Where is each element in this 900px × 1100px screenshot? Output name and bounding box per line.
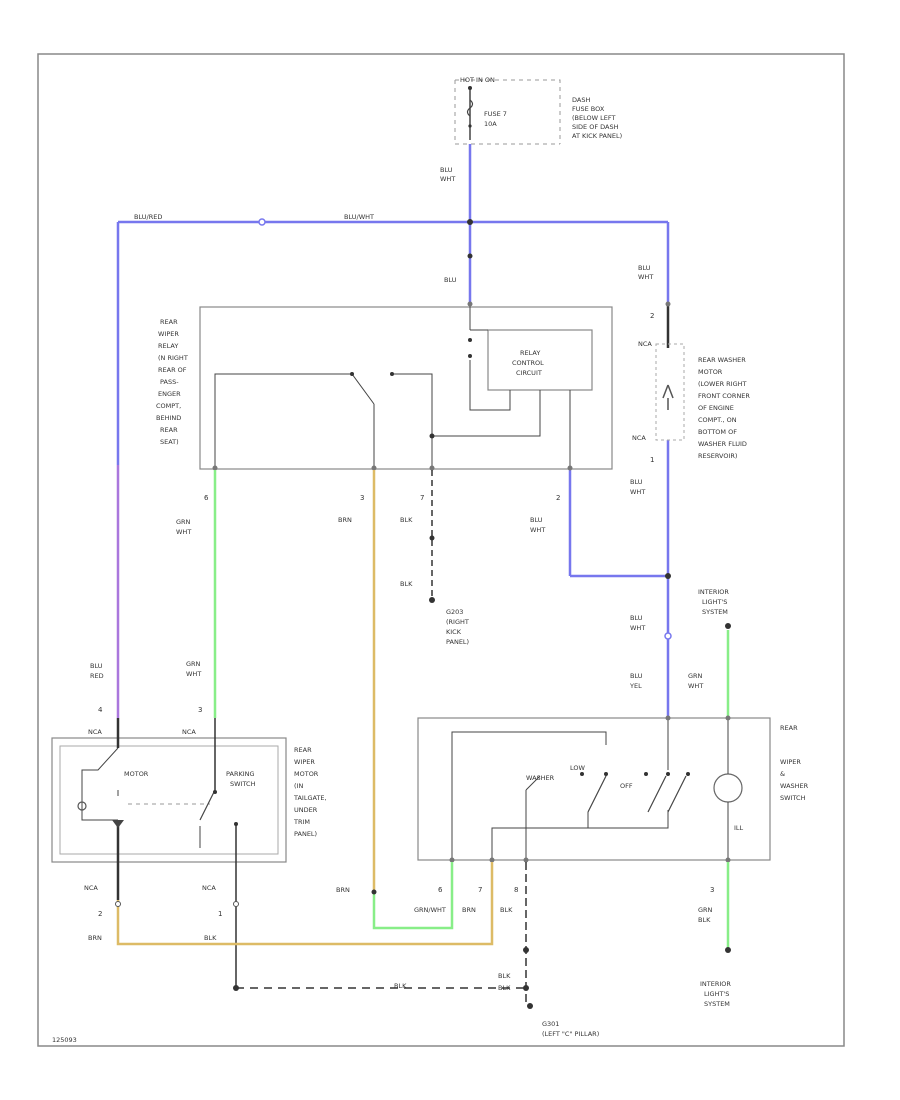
brn-a-label: BRN [338, 516, 352, 524]
blu-mid-label: BLU [444, 276, 457, 284]
nca-d-label: NCA [182, 728, 196, 736]
motor-pin-4: 4 [98, 706, 103, 714]
off-label: OFF [620, 782, 633, 790]
brn-b-label: BRN [336, 886, 350, 894]
grn-wht-wire-bottom [372, 862, 454, 930]
ground-g203-label: G203 (RIGHT KICK PANEL) [446, 608, 471, 646]
blk-d-label: BLK [204, 934, 217, 942]
motor-pin-1: 1 [218, 910, 222, 918]
blk-c-label: BLK [500, 906, 513, 914]
rear-wiper-motor-label: REAR WIPER MOTOR (IN TAILGATE, UNDER TRI… [293, 746, 329, 838]
blu-wht-hline-label: BLU/WHT [344, 213, 374, 221]
low-label: LOW [570, 764, 586, 772]
blk-f-label: BLK [498, 984, 511, 992]
rear-wiper-relay-label: REAR WIPER RELAY (N RIGHT REAR OF PASS- … [156, 318, 190, 446]
interior-lights-top-label: INTERIOR LIGHT'S SYSTEM [698, 588, 731, 616]
blk-b-label: BLK [400, 580, 413, 588]
nca-c-label: NCA [88, 728, 102, 736]
switch-pin-7: 7 [478, 886, 482, 894]
rear-wiper-washer-switch: WASHER LOW OFF ILL [417, 715, 771, 863]
blk-g-label: BLK [394, 982, 407, 990]
rear-washer-motor: 2 1 NCA NCA REAR WASHER MOTOR (LOWER RIG… [630, 301, 752, 496]
motor-pin-3: 3 [198, 706, 202, 714]
washer-pin-2: 2 [650, 312, 654, 320]
nca-a-label: NCA [638, 340, 652, 348]
brn-wire-bottom [116, 862, 494, 946]
switch-pin-8: 8 [514, 886, 518, 894]
footer-id: 125093 [52, 1036, 77, 1044]
brn-c-label: BRN [462, 906, 476, 914]
blk-a-label: BLK [400, 516, 413, 524]
interior-lights-top [725, 623, 731, 718]
relay-pin-3: 3 [360, 494, 364, 502]
rear-washer-motor-label: REAR WASHER MOTOR (LOWER RIGHT FRONT COR… [698, 356, 752, 460]
hot-in-on-label: HOT IN ON [460, 76, 495, 84]
rear-wiper-relay: RELAY CONTROL CIRCUIT REAR WIPER RELAY (… [156, 301, 613, 502]
dash-fuse-box-label: DASH FUSE BOX (BELOW LEFT SIDE OF DASH A… [572, 96, 622, 140]
relay-pin-7: 7 [420, 494, 424, 502]
rear-switch-label: REAR WIPER & WASHER SWITCH [780, 724, 810, 802]
washer-label: WASHER [526, 774, 555, 782]
relay-control-circuit-label: RELAY CONTROL CIRCUIT [512, 349, 546, 377]
nca-b-label: NCA [632, 434, 646, 442]
interior-lights-bottom-label: INTERIOR LIGHT'S SYSTEM [700, 980, 733, 1008]
blu-red-hline-label: BLU/RED [134, 213, 162, 221]
relay-pin-2: 2 [556, 494, 560, 502]
ground-g203 [429, 470, 435, 603]
grn-wht-bottom-label: GRN/WHT [414, 906, 446, 914]
diagram-frame [37, 53, 845, 1047]
nca-e-label: NCA [84, 884, 98, 892]
brn-d-label: BRN [88, 934, 102, 942]
ground-g301-label: G301(LEFT "C" PILLAR) [542, 1020, 599, 1038]
switch-pin-3: 3 [710, 886, 714, 894]
washer-pin-1: 1 [650, 456, 654, 464]
switch-pin-6: 6 [438, 886, 443, 894]
nca-f-label: NCA [202, 884, 216, 892]
blk-e-label: BLK [498, 972, 511, 980]
ill-label: ILL [734, 824, 744, 832]
motor-pin-2: 2 [98, 910, 102, 918]
motor-label: MOTOR [124, 770, 149, 778]
relay-pin-6: 6 [204, 494, 209, 502]
blue-wire-network [116, 144, 671, 718]
